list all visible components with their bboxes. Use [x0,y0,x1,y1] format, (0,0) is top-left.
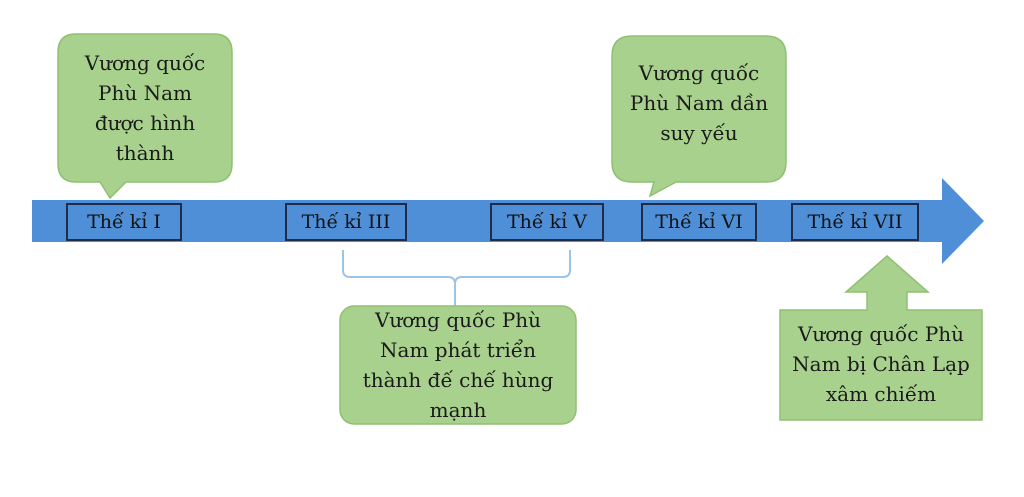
event-text-1: Vương quốc Phù Nam được hình thành [84,51,206,165]
period-label-5: Thế kỉ VII [791,203,919,241]
callout-bubble-1 [57,33,233,200]
event-text-3: Vương quốc Phù Nam dần suy yếu [629,61,769,145]
callout-bubble-4 [779,255,983,421]
timeline-arrow [32,178,984,264]
period-label-4: Thế kỉ VI [641,203,757,241]
callout-bubble-2 [339,305,577,425]
callout-bubble-3 [611,35,787,198]
event-text-2: Vương quốc Phù Nam phát triển thành đế c… [362,308,554,422]
period-label-2: Thế kỉ III [285,203,407,241]
period-bracket [342,250,571,306]
period-label-1: Thế kỉ I [66,203,182,241]
period-label-3: Thế kỉ V [490,203,604,241]
event-text-4: Vương quốc Phù Nam bị Chân Lạp xâm chiếm [792,322,970,406]
